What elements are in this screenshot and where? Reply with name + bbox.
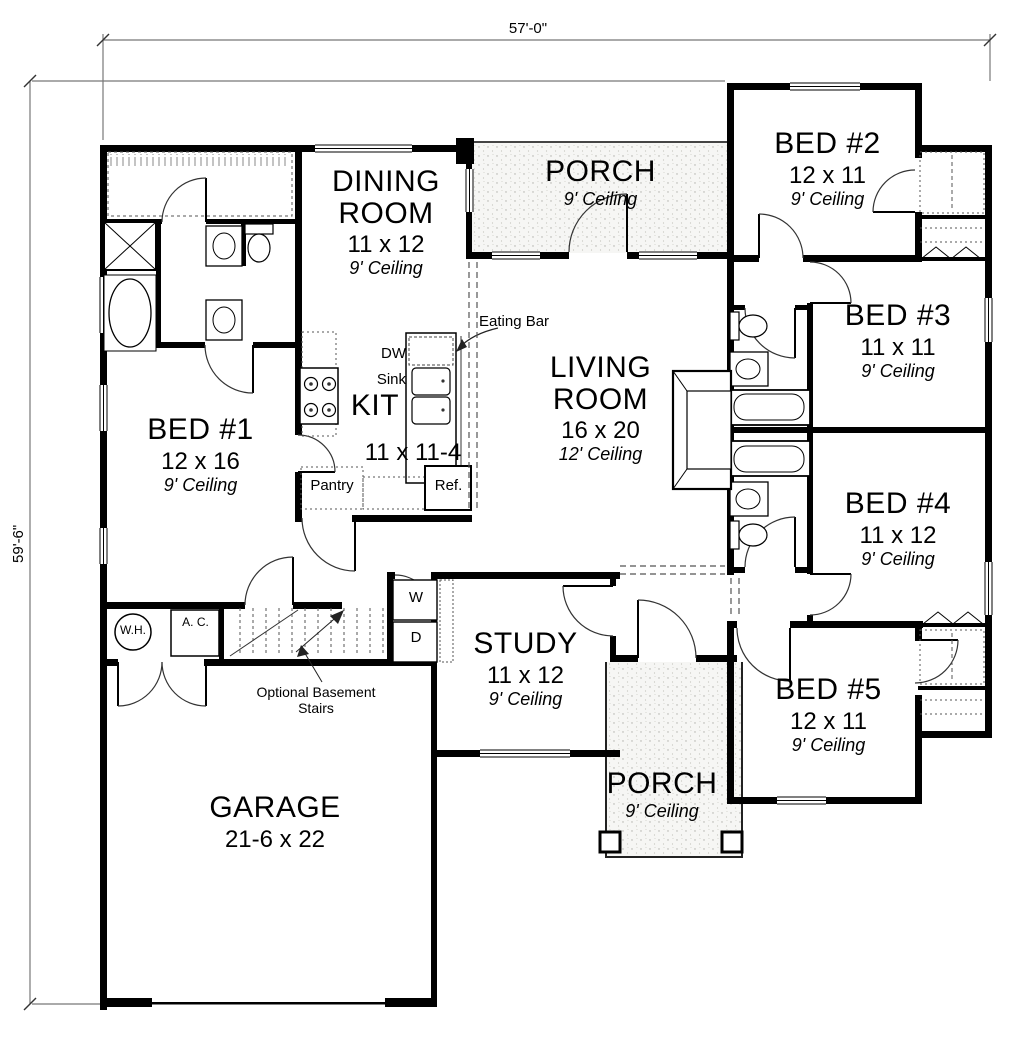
toilet-bowl [738,314,768,338]
wash-box [392,579,438,621]
pantry-label: Pantry [310,477,354,494]
room-label-kitchen: KIT [350,389,400,422]
sink-bowl [411,367,451,396]
window [315,144,412,153]
porch-column [720,830,744,854]
utility-fixtures [114,609,220,657]
windows [99,82,993,805]
dimension-lines [23,33,997,1011]
window [790,82,860,91]
hall-bath-fixtures [728,311,811,550]
closet-shelving [919,151,985,715]
kitchen-fixtures [299,327,499,511]
room-label-garage: GARAGE 21-6 x 22 [209,791,341,853]
master-bath-fixtures [103,221,274,352]
room-label-bed2: BED #2 12 x 11 9' Ceiling [774,127,881,209]
doors [117,169,959,707]
counter [362,476,426,510]
window [984,298,993,342]
ac-label: A. C. [182,615,209,629]
width-dimension-label: 57'-0" [428,20,628,37]
basement-stairs-note: Optional Basement Stairs [256,684,376,717]
window [99,528,108,564]
water-heater-label: W.H. [120,623,146,637]
dishwasher-label: DW [381,345,406,362]
refrigerator-box [424,465,472,511]
room-label-porch-top: PORCH 9' Ceiling [545,155,656,209]
sink-label: Sink [376,371,406,388]
room-label-bed1: BED #1 12 x 16 9' Ceiling [147,413,254,495]
dimension-ticks [23,33,997,1011]
pantry-box [300,466,364,510]
room-label-bed5: BED #5 12 x 11 9' Ceiling [775,673,882,755]
window [99,385,108,431]
room-label-study: STUDY 11 x 12 9' Ceiling [473,627,578,709]
sink-bowl [411,396,451,425]
water-heater-circle [114,613,152,651]
eating-bar-label: Eating Bar [479,313,550,330]
window [480,749,570,758]
room-label-bed4: BED #4 11 x 12 9' Ceiling [844,487,952,569]
room-label-porch-bottom: PORCH 9' Ceiling [606,767,718,821]
porches [456,138,744,858]
dryer-box [392,621,438,663]
stairs [229,608,384,683]
window [465,169,474,212]
kitchen-size-label: 11 x 11-4 [364,439,462,466]
laundry-fixtures [392,579,454,663]
fireplace [671,369,733,491]
room-label-bed3: BED #3 11 x 11 9' Ceiling [844,299,952,381]
porch-column [598,830,622,854]
toilet-bowl [738,523,768,547]
ac-box [170,609,220,657]
toilet-bowl [247,233,271,263]
window [492,251,540,260]
room-label-living: LIVING ROOM 16 x 20 12' Ceiling [549,351,652,465]
window [984,562,993,615]
toilet-tank [244,223,274,235]
room-label-dining: DINING ROOM 11 x 12 9' Ceiling [332,165,440,279]
toilet-tank [729,520,740,550]
washer-label: W [408,589,424,606]
toilet-tank [729,311,740,341]
ceiling-break-lines [468,262,740,617]
window [639,251,697,260]
dryer-label: D [410,629,422,646]
dishwasher-box [408,336,454,366]
window [777,796,826,805]
tub [108,278,152,348]
height-dimension-label: 59'-6" [10,489,28,599]
refrigerator-label: Ref. [434,477,463,494]
walk-in-closet-shelving [107,151,293,217]
